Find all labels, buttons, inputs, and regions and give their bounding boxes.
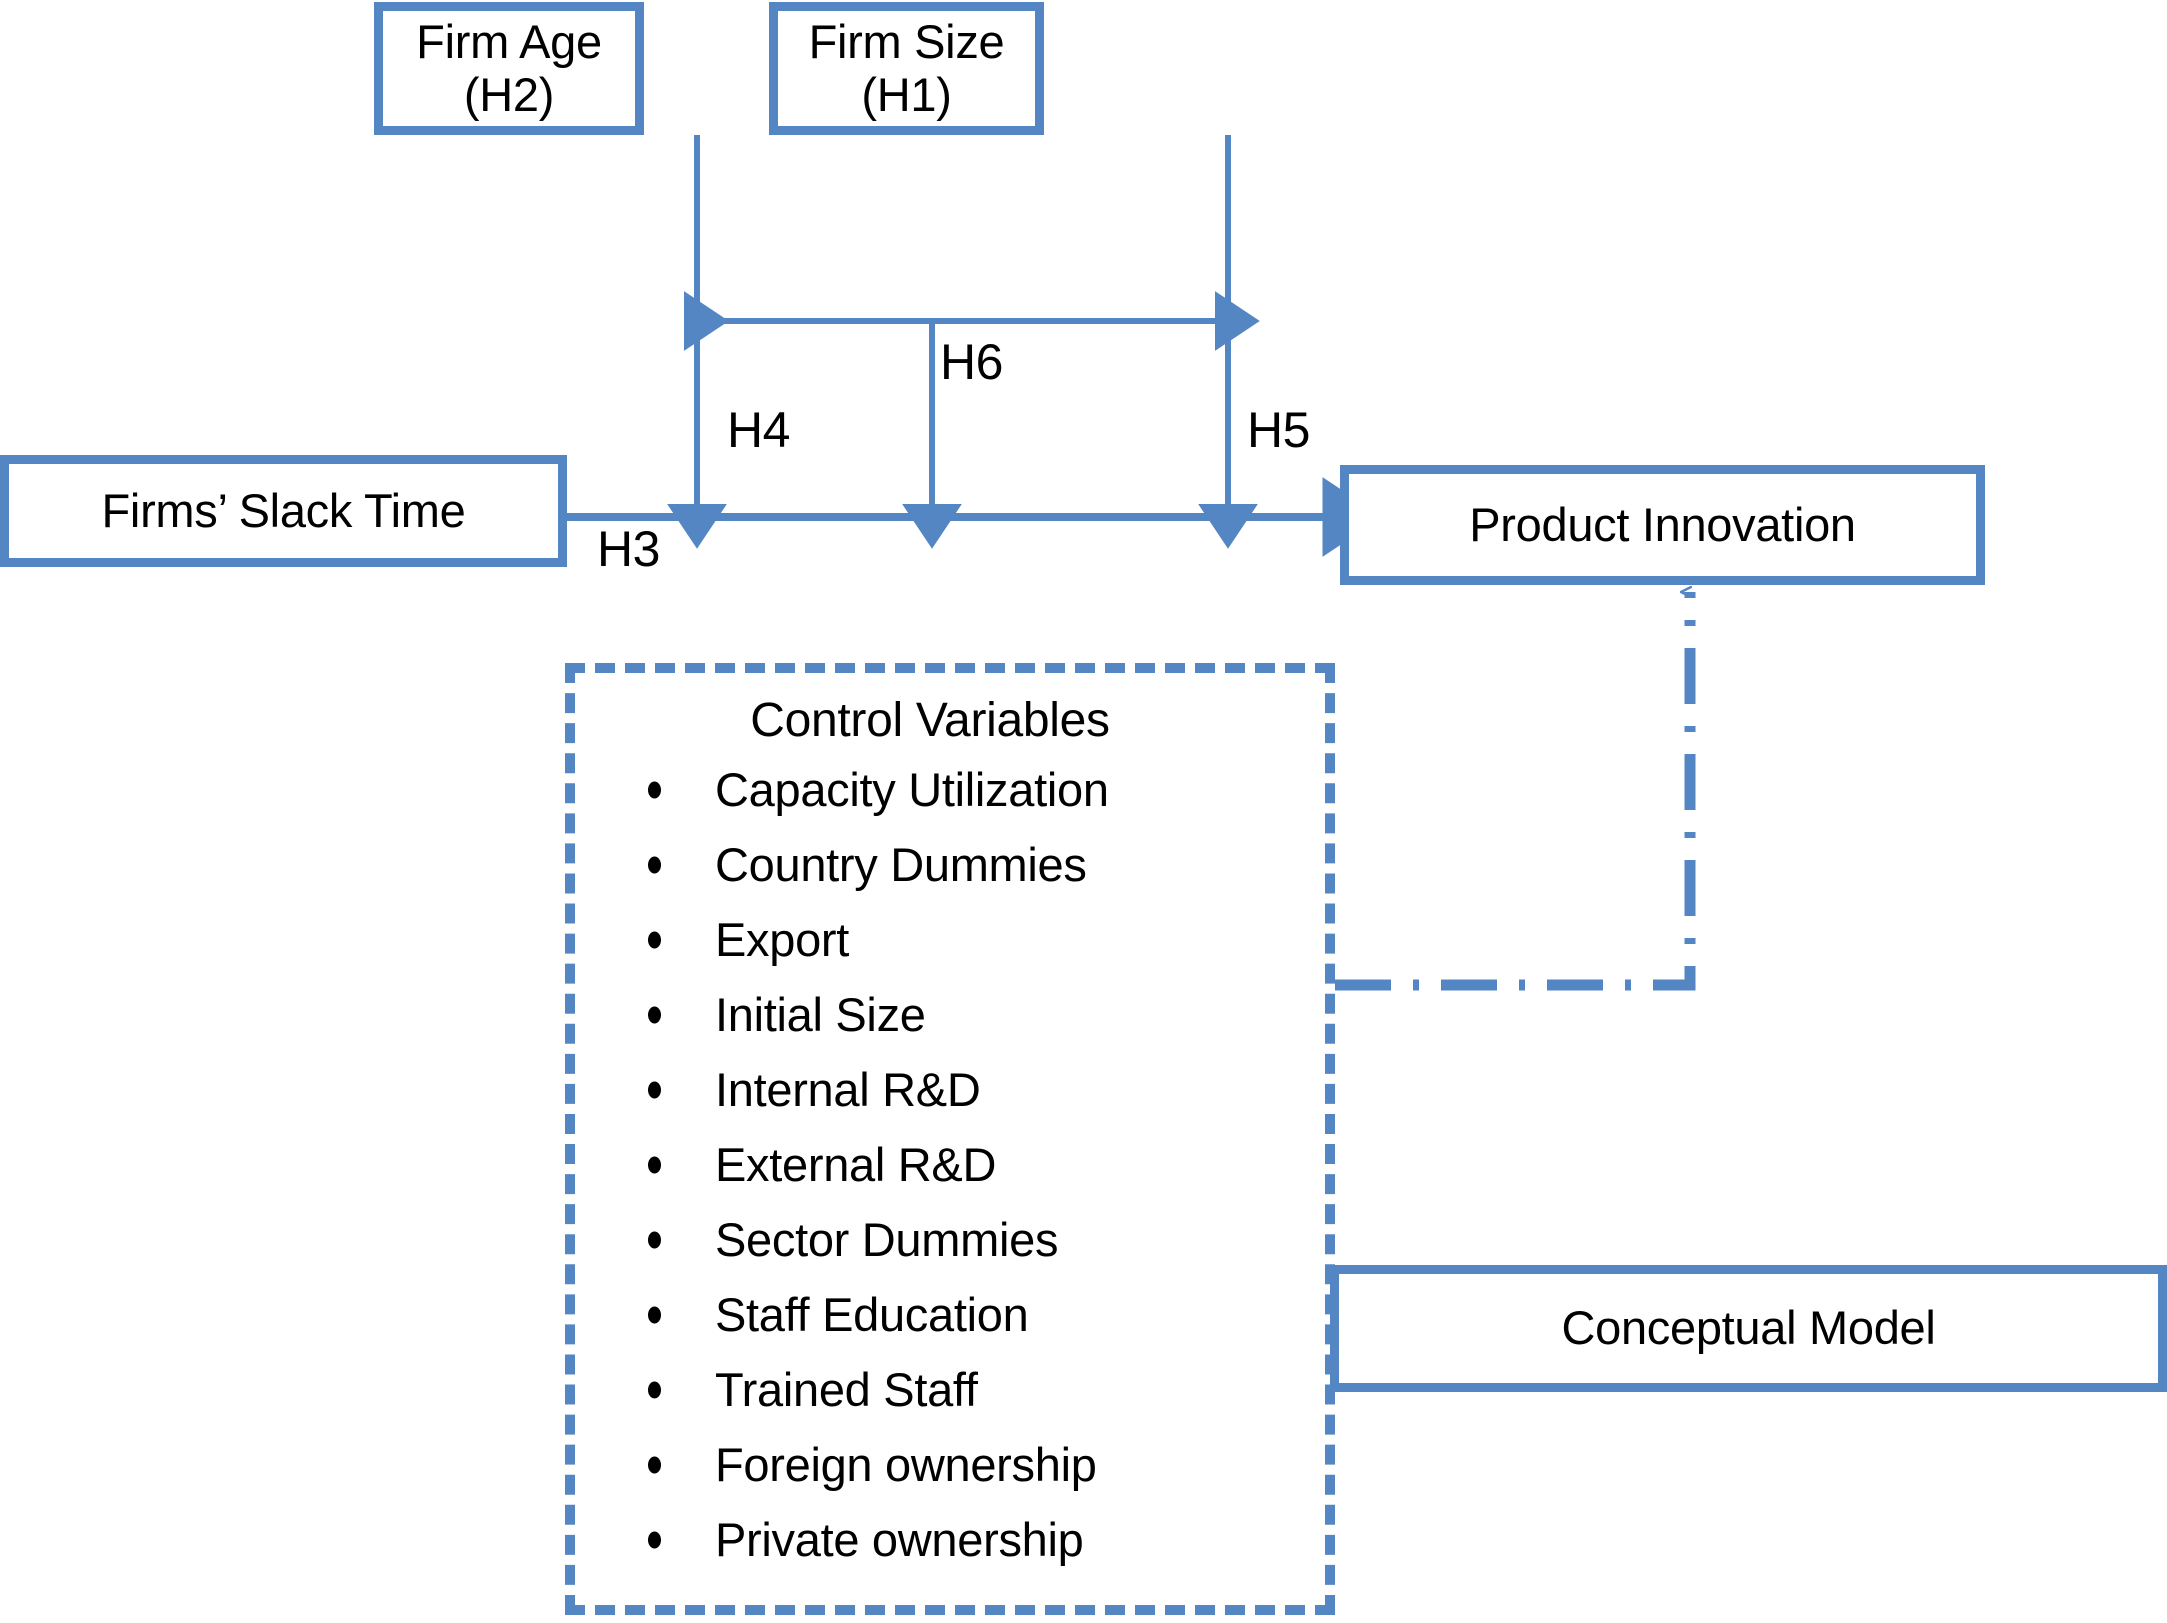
control-variable-item: Staff Education <box>565 1291 1335 1338</box>
node-product-innovation-label: Product Innovation <box>1469 497 1856 551</box>
control-variables-box <box>565 663 1335 1615</box>
control-variable-item: Capacity Utilization <box>565 766 1335 813</box>
control-variable-label: Export <box>715 913 850 966</box>
node-firm-size[interactable]: Firm Size (H1) <box>769 2 1044 135</box>
bullet-icon <box>648 1456 661 1473</box>
control-variable-label: Country Dummies <box>715 838 1087 891</box>
control-variable-item: Trained Staff <box>565 1366 1335 1413</box>
bullet-icon <box>648 781 661 798</box>
bullet-icon <box>648 1156 661 1173</box>
node-product-innovation[interactable]: Product Innovation <box>1340 465 1985 585</box>
control-variable-item: Sector Dummies <box>565 1216 1335 1263</box>
node-firms-slack-time-label: Firms’ Slack Time <box>101 483 466 537</box>
control-variable-label: Trained Staff <box>715 1363 978 1416</box>
control-variable-label: External R&D <box>715 1138 997 1191</box>
control-variable-item: Initial Size <box>565 991 1335 1038</box>
node-conceptual-model-caption[interactable]: Conceptual Model <box>1330 1265 2167 1392</box>
node-firm-size-text: Firm Size (H1) <box>808 14 1005 121</box>
control-variable-item: Foreign ownership <box>565 1441 1335 1488</box>
node-firm-size-line1: Firm Size <box>808 14 1005 68</box>
node-firm-age-text: Firm Age (H2) <box>416 14 602 121</box>
bullet-icon <box>648 1306 661 1323</box>
bullet-icon <box>648 1531 661 1548</box>
control-variable-item: Internal R&D <box>565 1066 1335 1113</box>
node-firm-age-line1: Firm Age <box>416 14 602 68</box>
bullet-icon <box>648 1381 661 1398</box>
control-variable-label: Sector Dummies <box>715 1213 1059 1266</box>
node-firm-size-line2: (H1) <box>861 67 952 121</box>
hypothesis-label-h4: H4 <box>727 402 790 458</box>
edge-control-to-innovation <box>1335 592 1696 991</box>
control-variable-item: Export <box>565 916 1335 963</box>
control-variable-item: Country Dummies <box>565 841 1335 888</box>
hypothesis-label-h3: H3 <box>597 521 660 577</box>
node-firm-age-line2: (H2) <box>463 67 555 121</box>
bullet-icon <box>648 1006 661 1023</box>
hypothesis-label-h5: H5 <box>1247 402 1310 458</box>
control-variable-label: Internal R&D <box>715 1063 981 1116</box>
control-variable-label: Staff Education <box>715 1288 1029 1341</box>
bullet-icon <box>648 931 661 948</box>
control-variable-label: Capacity Utilization <box>715 763 1109 816</box>
node-firm-age[interactable]: Firm Age (H2) <box>374 2 644 135</box>
control-variable-label: Private ownership <box>715 1513 1084 1566</box>
control-variable-item: External R&D <box>565 1141 1335 1188</box>
node-firms-slack-time[interactable]: Firms’ Slack Time <box>0 455 567 567</box>
node-conceptual-model-label: Conceptual Model <box>1561 1301 1936 1355</box>
bullet-icon <box>648 1081 661 1098</box>
bullet-icon <box>648 856 661 873</box>
control-variables-title: Control Variables <box>750 694 1110 747</box>
control-variable-label: Initial Size <box>715 988 926 1041</box>
control-variable-item: Private ownership <box>565 1516 1335 1563</box>
hypothesis-label-h6: H6 <box>940 334 1003 390</box>
bullet-icon <box>648 1231 661 1248</box>
control-variable-label: Foreign ownership <box>715 1438 1097 1491</box>
